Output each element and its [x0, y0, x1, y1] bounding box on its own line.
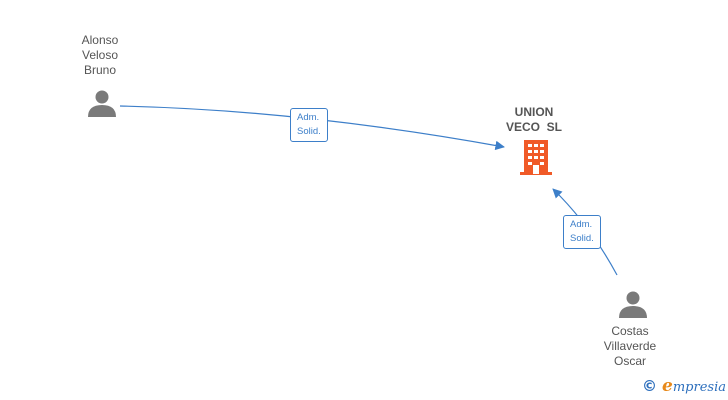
building-icon[interactable] [519, 140, 553, 176]
company-name[interactable]: UNION VECO SL [505, 105, 562, 134]
person-icon[interactable] [618, 289, 648, 319]
brand-name: empresia [662, 376, 726, 396]
person-icon[interactable] [87, 88, 117, 118]
copyright-icon: © [642, 377, 658, 395]
brand-logo[interactable]: © empresia [642, 376, 726, 396]
edge-label-role[interactable]: Adm. Solid. [563, 215, 601, 249]
person-bottom-name[interactable]: Costas Villaverde Oscar [603, 324, 657, 368]
person-top-name[interactable]: Alonso Veloso Bruno [81, 33, 119, 77]
edge-label-role[interactable]: Adm. Solid. [290, 108, 328, 142]
